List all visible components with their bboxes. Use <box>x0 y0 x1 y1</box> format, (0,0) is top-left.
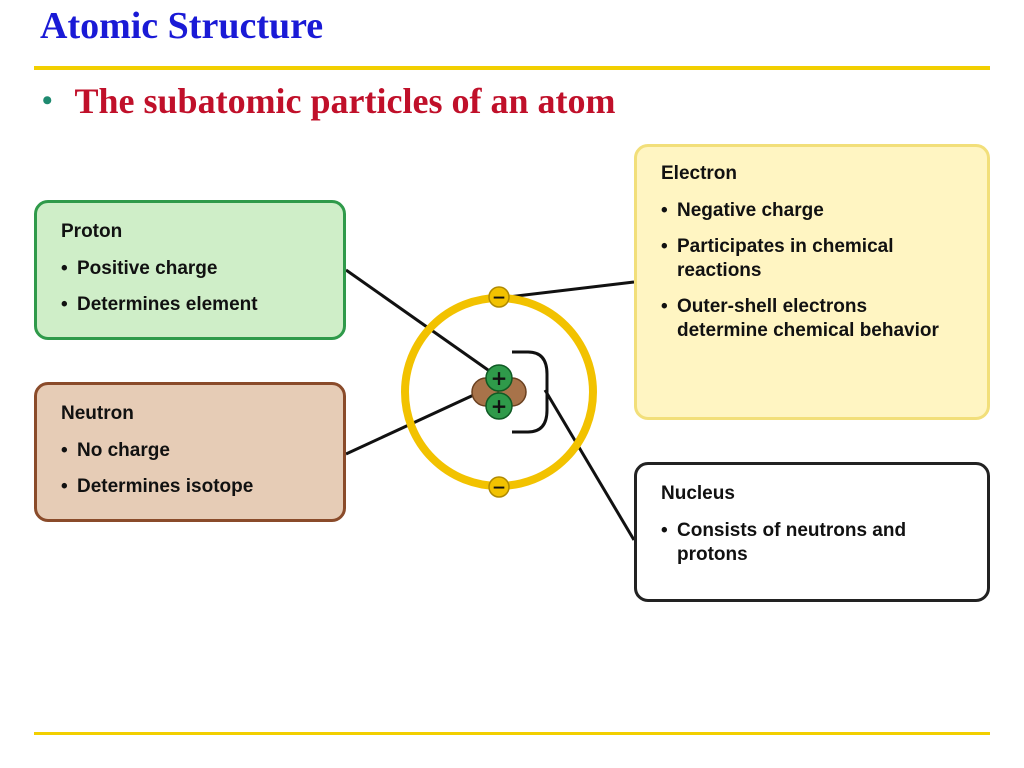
list-item-text: No charge <box>77 440 170 461</box>
footer-divider <box>34 732 990 735</box>
neutron-title: Neutron <box>61 403 134 424</box>
list-item-text: Determines isotope <box>77 476 254 497</box>
nucleus-title: Nucleus <box>661 483 735 504</box>
electron-title: Electron <box>661 163 738 184</box>
list-item: • No charge <box>61 439 319 463</box>
nucleus-bracket <box>512 350 549 434</box>
bullet-icon: • <box>42 84 53 117</box>
plus-icon: + <box>491 394 508 418</box>
bullet-icon: • <box>61 440 68 461</box>
bullet-icon: • <box>661 520 668 541</box>
proton-connector-line <box>345 268 499 379</box>
electron-box: Electron • Negative charge • Participates … <box>634 144 990 420</box>
proton-box: Proton • Positive charge • Determines elem… <box>34 200 346 340</box>
list-item: • Negative charge <box>661 199 963 223</box>
list-item: • Outer-shell electrons determine chemica… <box>661 295 963 343</box>
list-item: • Positive charge <box>61 257 319 281</box>
bullet-text: The subatomic particles of an atom <box>74 81 616 121</box>
proton-particle <box>485 364 513 392</box>
electron-connector-line <box>499 280 635 300</box>
list-item-text: Negative charge <box>677 200 824 221</box>
list-item-text: Consists of neutrons and protons <box>677 520 907 565</box>
neutron-box: Neutron • No charge • Determines isotope <box>34 382 346 522</box>
bullet-icon: • <box>61 258 68 279</box>
minus-icon: − <box>492 288 506 308</box>
bullet-line: • The subatomic particles of an atom <box>42 80 615 122</box>
list-item-text: Participates in chemical reactions <box>677 236 894 281</box>
title-divider <box>34 66 990 70</box>
nucleus-box: Nucleus • Consists of neutrons and proton… <box>634 462 990 602</box>
bullet-icon: • <box>661 200 668 221</box>
nucleus-connector-line <box>543 389 636 541</box>
bullet-icon: • <box>61 476 68 497</box>
bullet-icon: • <box>661 296 668 317</box>
list-item: • Determines element <box>61 293 319 317</box>
slide-title: Atomic Structure <box>40 5 324 47</box>
list-item: • Participates in chemical reactions <box>661 235 963 283</box>
proton-title: Proton <box>61 221 123 242</box>
bullet-icon: • <box>661 236 668 257</box>
electron-particle <box>488 286 510 308</box>
proton-particle <box>485 392 513 420</box>
list-item: • Consists of neutrons and protons <box>661 519 963 567</box>
minus-icon: − <box>492 478 506 498</box>
bullet-icon: • <box>61 294 68 315</box>
list-item: • Determines isotope <box>61 475 319 499</box>
list-item-text: Positive charge <box>77 258 218 279</box>
list-item-text: Outer-shell electrons determine chemical… <box>677 296 939 341</box>
electron-particle <box>488 476 510 498</box>
plus-icon: + <box>491 366 508 390</box>
list-item-text: Determines element <box>77 294 258 315</box>
